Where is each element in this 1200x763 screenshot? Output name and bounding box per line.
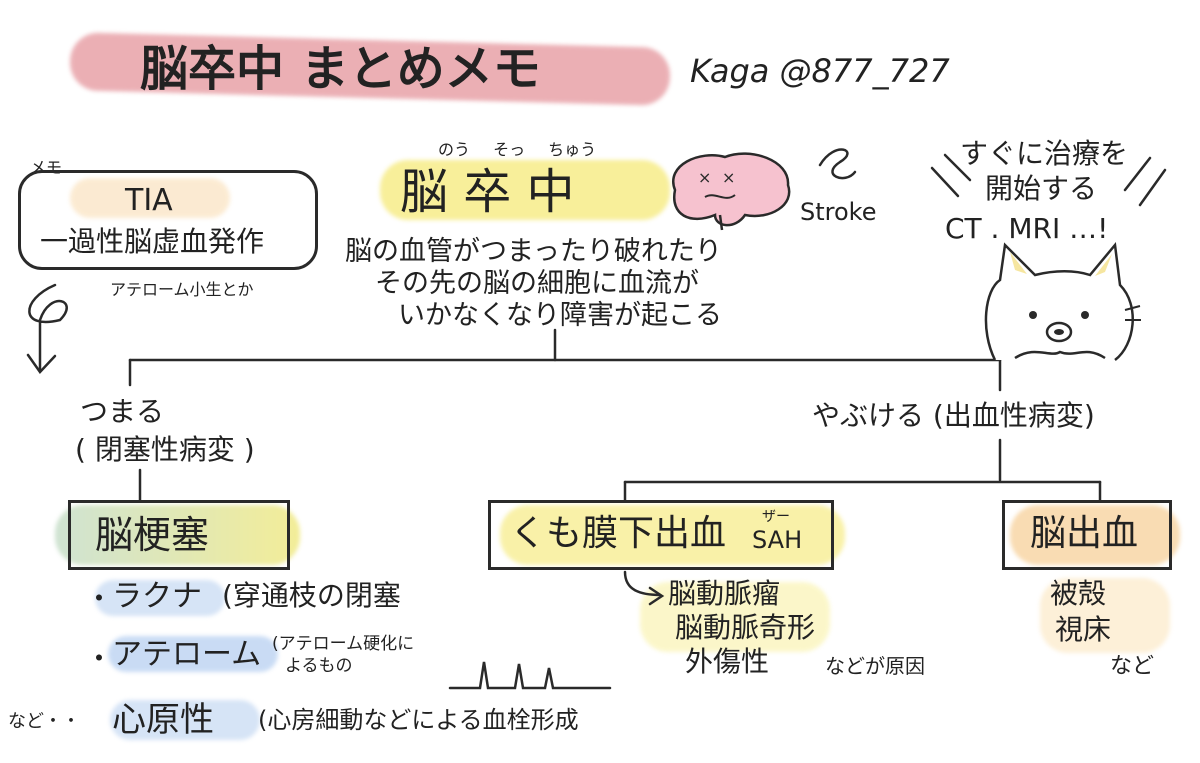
cardiogenic-prefix: など・・ [8,711,80,732]
occlusive-label-line-1: つまる [80,395,165,428]
ich-cause-2: 視床 [1055,613,1112,646]
sah-cause-1: 脳動脈瘤 [668,577,781,610]
tia-subtitle: 一過性脳虚血発作 [40,225,265,258]
cat-speech-line-2: 開始する [985,172,1098,205]
occlusive-label-line-2: ( 閉塞性病変 ) [75,433,255,466]
ich-box [1002,500,1172,570]
infarction-label: 脳梗塞 [95,513,210,557]
lacuna-highlight [95,580,225,616]
stroke-desc-line-1: 脳の血管がつまったり破れたり [345,236,722,267]
stroke-title-highlight [380,160,670,220]
stroke-title: 脳 卒 中 [400,164,575,220]
stroke-english: Stroke [800,198,877,226]
cat-speech-line-3: CT . MRI …! [945,212,1109,245]
atheroma-name: アテローム [112,637,262,672]
stroke-ruby: のう そっ ちゅう [438,140,597,159]
sah-highlight [500,505,845,565]
ich-label: 脳出血 [1030,513,1139,554]
tia-title: TIA [125,183,173,218]
sah-cause-2: 脳動脈奇形 [675,611,816,644]
page-title: 脳卒中 まとめメモ [140,41,541,97]
cardiogenic-name: 心原性 [112,700,214,740]
cardiogenic-highlight [110,700,260,740]
brain-icon: × × [672,152,791,231]
sah-label: くも膜下出血 [510,513,727,554]
atheroma-bullet: ・ [85,642,114,675]
lacuna-name: ラクナ [112,579,202,614]
tia-box [18,170,318,270]
infarction-box [68,500,290,570]
sah-cause-3: 外傷性 [685,645,770,678]
cat-icon [984,241,1141,361]
stroke-desc-line-2: その先の脳の細胞に血流が [375,268,699,299]
sah-ruby: ザー [762,509,790,525]
ich-causes-note: など [1110,654,1155,679]
infarction-highlight [55,505,300,565]
atheroma-detail-line-1: (アテローム硬化に [272,634,415,654]
stroke-desc-line-3: いかなくなり障害が起こる [398,300,722,331]
lacuna-bullet: ・ [85,582,114,615]
atheroma-detail-line-2: よるもの [285,656,353,676]
lacuna-detail: (穿通枝の閉塞 [222,579,401,612]
ich-highlight [1010,505,1180,565]
ich-cause-1: 被殻 [1050,577,1107,610]
svg-text:×: × [698,168,711,187]
sah-causes-note: などが原因 [825,654,925,678]
sah-causes-highlight [640,582,830,652]
hemorrhagic-label: やぶける (出血性病変) [812,399,1095,432]
tia-note: アテローム小生とか [110,280,254,299]
ich-causes-highlight [1040,578,1170,653]
svg-text:×: × [722,168,735,187]
sah-box [488,500,834,570]
atheroma-highlight [108,636,278,672]
sah-abbr: SAH [752,526,803,554]
author-signature: Kaga @877_727 [690,52,950,90]
cardiogenic-detail: (心房細動などによる血栓形成 [258,706,579,734]
memo-title-highlight [70,178,230,218]
cat-speech-line-1: すぐに治療を [960,137,1129,170]
